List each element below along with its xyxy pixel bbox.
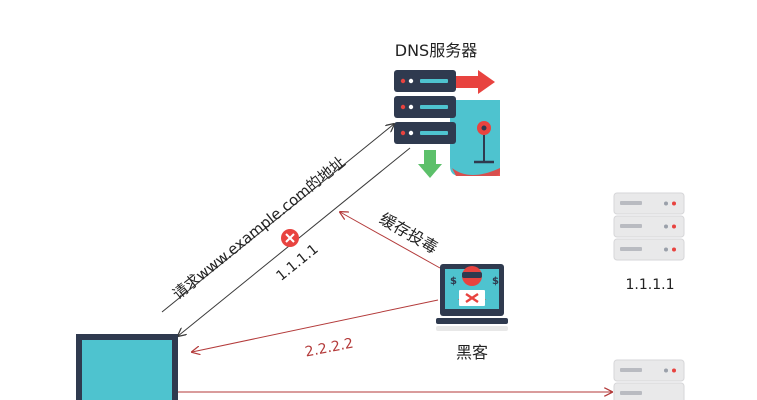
hacker-label: 黑客	[456, 343, 488, 362]
document-curl	[452, 168, 500, 176]
hacker-icon: $ $	[436, 264, 508, 331]
computer-monitor-icon	[76, 334, 178, 400]
request-label: 请求www.example.com的地址	[169, 153, 349, 303]
real-server-ip-label: 1.1.1.1	[626, 277, 675, 293]
outgoing-arrow-icon	[455, 70, 495, 94]
svg-text:$: $	[450, 276, 457, 287]
dns-server-icon	[394, 70, 500, 178]
monitor-screen	[82, 340, 172, 400]
rack-unit-1	[613, 192, 685, 215]
rack-unit-3	[613, 238, 685, 261]
server-rack-icon	[613, 192, 685, 261]
request-arrow	[161, 124, 394, 313]
server-unit-1	[394, 70, 456, 92]
rack-unit-2	[613, 215, 685, 238]
x-circle-icon	[281, 229, 299, 247]
server-unit-3	[394, 122, 456, 144]
fake-ip-label: 2.2.2.2	[304, 336, 355, 361]
dns-server-label: DNS服务器	[395, 41, 477, 60]
real-ip-label: 1.1.1.1	[273, 241, 321, 284]
svg-text:$: $	[492, 276, 499, 287]
fake-response-arrow	[192, 299, 439, 352]
cache-poison-arrow	[340, 212, 441, 269]
server-unit-2	[394, 96, 456, 118]
incoming-arrow-icon	[418, 150, 442, 178]
server-rack-icon	[613, 359, 685, 400]
